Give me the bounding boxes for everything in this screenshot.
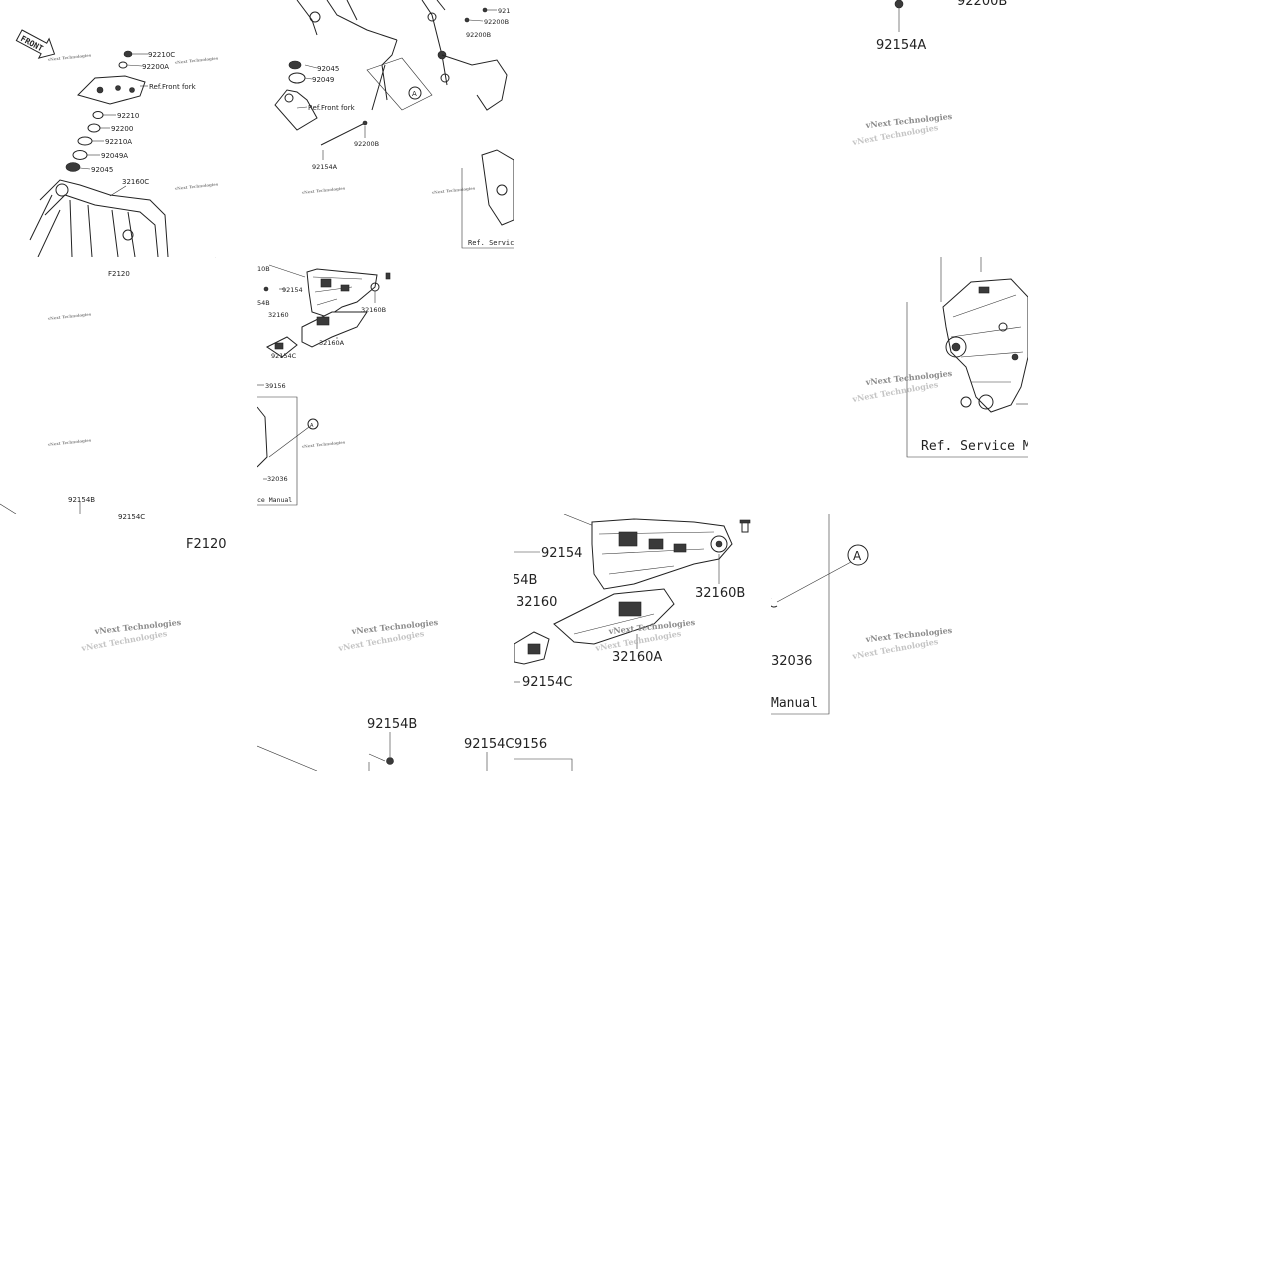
tile-ref-32036: A 32036 Manual vNext Technologies vNext …	[771, 514, 1028, 771]
svg-text:32160B: 32160B	[361, 306, 386, 314]
svg-text:32160: 32160	[516, 595, 557, 610]
frame-bottom-drawing: F2120 92154B vNext Technologies vNext Te…	[0, 257, 216, 514]
svg-text:Ref. Service M: Ref. Service M	[921, 439, 1028, 454]
svg-text:Manual: Manual	[771, 696, 818, 711]
tile-bolt-92154B: vNext Technologies vNext Technologies 92…	[257, 514, 514, 771]
svg-text:vNext Technologies: vNext Technologies	[47, 52, 92, 62]
svg-text:92210: 92210	[117, 112, 139, 120]
svg-text:54B: 54B	[257, 299, 270, 307]
svg-text:vNext Technologies: vNext Technologies	[174, 55, 219, 65]
svg-text:32036: 32036	[267, 475, 288, 483]
tile-subframe-small: 10B 92154 54B 32160 92154C 32160B 32160A…	[257, 257, 514, 514]
tile-front-fork: 92045 92049 Ref.Front fork 92154A 92200B…	[257, 0, 514, 257]
svg-text:32160B: 32160B	[695, 586, 745, 601]
svg-text:32160C: 32160C	[122, 178, 149, 186]
svg-text:92210A: 92210A	[105, 138, 132, 146]
tile-subframe-big: 92154 54B 32160 92154C 32160B 32160A vNe…	[514, 514, 771, 771]
svg-text:92154C: 92154C	[464, 737, 514, 752]
svg-text:92154A: 92154A	[876, 38, 926, 53]
svg-text:vNext Technologies: vNext Technologies	[301, 185, 346, 195]
svg-text:92200B: 92200B	[484, 18, 509, 26]
tile-bolt-92154A: 92154A 92200B vNext Technologies vNext T…	[771, 0, 1028, 257]
svg-text:A: A	[310, 423, 314, 429]
svg-text:92045: 92045	[317, 65, 339, 73]
svg-text:92154C: 92154C	[118, 514, 145, 521]
svg-text:F2120: F2120	[186, 537, 227, 552]
svg-text:92045: 92045	[91, 166, 113, 174]
svg-text:32160A: 32160A	[612, 650, 662, 665]
svg-text:vNext Technologies: vNext Technologies	[174, 181, 219, 191]
svg-text:921: 921	[498, 7, 510, 15]
svg-text:92049: 92049	[312, 76, 334, 84]
svg-text:92154A: 92154A	[312, 163, 338, 171]
figure-code-drawing: 92154C F2120 vNext Technologies vNext Te…	[80, 514, 227, 653]
svg-text:32160: 32160	[268, 311, 289, 319]
steering-head-drawing: FRONT 92210C 92200A R	[15, 29, 219, 257]
svg-text:92200: 92200	[111, 125, 133, 133]
svg-text:vNext Technologies: vNext Technologies	[301, 439, 346, 449]
subframe-big-drawing: 92154 54B 32160 92154C 32160B 32160A vNe…	[514, 514, 751, 771]
svg-text:92200B: 92200B	[466, 31, 491, 39]
tile-bracket-large: Ref. Service M vNext Technologies vNext …	[771, 257, 1028, 514]
svg-text:92154C: 92154C	[522, 675, 572, 690]
svg-text:F2120: F2120	[108, 270, 130, 278]
svg-text:92200B: 92200B	[957, 0, 1007, 9]
svg-text:Ref.Front fork: Ref.Front fork	[149, 83, 197, 91]
svg-text:32160A: 32160A	[319, 339, 345, 347]
svg-text:Ref.Front fork: Ref.Front fork	[308, 104, 356, 112]
svg-text:92154B: 92154B	[367, 717, 417, 732]
ref-32036-drawing: A 32036 Manual vNext Technologies vNext …	[771, 514, 953, 715]
svg-text:vNext Technologies: vNext Technologies	[47, 437, 92, 447]
svg-text:92154B: 92154B	[68, 496, 95, 504]
svg-text:92210C: 92210C	[148, 51, 175, 59]
svg-text:A: A	[853, 549, 862, 563]
svg-text:92154C: 92154C	[271, 352, 297, 360]
subframe-small-drawing: 10B 92154 54B 32160 92154C 32160B 32160A…	[257, 264, 391, 506]
svg-text:9156: 9156	[514, 737, 547, 752]
svg-text:92154: 92154	[541, 546, 582, 561]
svg-text:32036: 32036	[771, 654, 812, 669]
svg-text:A: A	[412, 90, 417, 98]
svg-text:92154: 92154	[282, 286, 303, 294]
svg-text:92200A: 92200A	[142, 63, 169, 71]
tile-frame-bottom: F2120 92154B vNext Technologies vNext Te…	[0, 257, 257, 514]
svg-text:10B: 10B	[257, 265, 270, 273]
bolt-92154B-drawing: vNext Technologies vNext Technologies 92…	[257, 617, 514, 771]
tile-steering-head: FRONT 92210C 92200A R	[0, 0, 257, 257]
svg-text:54B: 54B	[514, 573, 537, 588]
svg-text:vNext Technologies: vNext Technologies	[431, 185, 476, 195]
bracket-large-drawing: Ref. Service M vNext Technologies vNext …	[851, 257, 1028, 458]
front-fork-drawing: 92045 92049 Ref.Front fork 92154A 92200B…	[274, 0, 514, 249]
svg-text:92049A: 92049A	[101, 152, 128, 160]
svg-text:Ref. Service: Ref. Service	[468, 239, 514, 247]
svg-text:vNext Technologies: vNext Technologies	[47, 311, 92, 321]
tile-figure-code: 92154C F2120 vNext Technologies vNext Te…	[0, 514, 257, 771]
svg-text:92200B: 92200B	[354, 140, 379, 148]
bolt-drawing: 92154A 92200B vNext Technologies vNext T…	[851, 0, 1007, 147]
svg-text:39156: 39156	[265, 382, 286, 390]
svg-text:ce Manual: ce Manual	[257, 496, 292, 504]
